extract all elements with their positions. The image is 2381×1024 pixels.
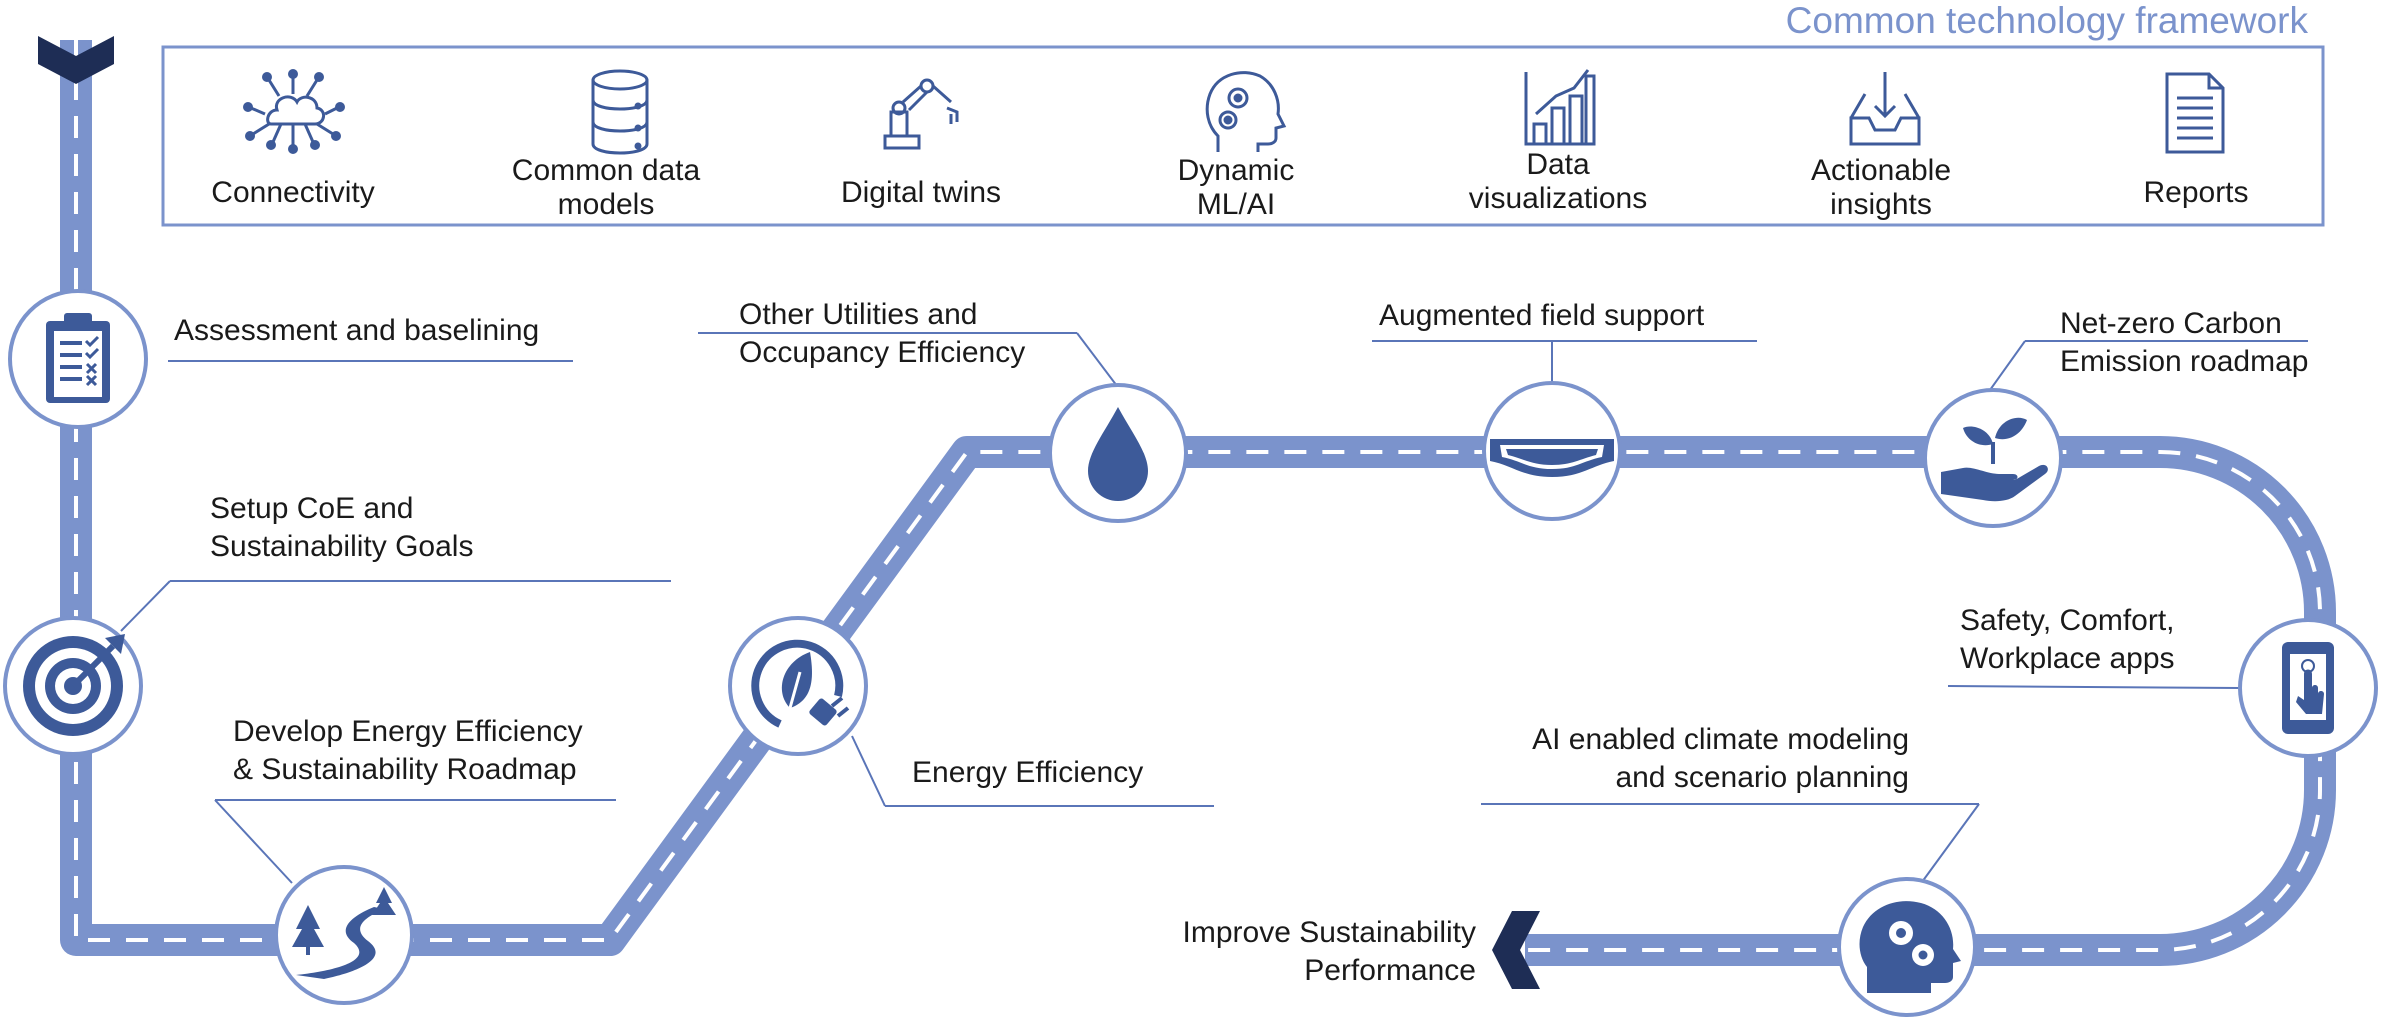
step-label-assessment: Assessment and baselining	[174, 312, 539, 350]
end-label-line: Performance	[1304, 954, 1476, 987]
framework-item-label: insights	[1830, 188, 1932, 221]
water-drop-icon	[1088, 407, 1148, 501]
start-chevron-icon	[38, 36, 114, 84]
framework-item-reports: Reports	[2066, 176, 2326, 210]
milestone-roadmap	[274, 865, 414, 1005]
framework-item-label: ML/AI	[1196, 188, 1276, 221]
step-label-climate-modeling: AI enabled climate modeling and scenario…	[1532, 721, 1909, 797]
step-label-line: Occupancy Efficiency	[739, 336, 1026, 369]
step-label-line: and scenario planning	[1615, 761, 1909, 794]
framework-item-label: Actionable	[1810, 154, 1952, 187]
framework-item-label: Reports	[2143, 176, 2249, 209]
framework-item-common-data-models: Common data models	[476, 154, 736, 222]
step-label-line: Emission roadmap	[2060, 345, 2309, 378]
framework-box	[161, 45, 2325, 227]
inbox-download-icon	[1849, 72, 1921, 146]
framework-title: Common technology framework	[1785, 0, 2308, 41]
framework-item-label: Data	[1526, 148, 1590, 181]
step-label-energy-efficiency: Energy Efficiency	[912, 754, 1143, 792]
step-label-line: Energy Efficiency	[912, 756, 1144, 789]
leaf-plug-icon	[751, 639, 850, 728]
framework-item-label: visualizations	[1468, 182, 1648, 215]
end-label-improve-performance: Improve Sustainability Performance	[1183, 914, 1476, 990]
step-label-line: Net-zero Carbon	[2060, 307, 2282, 340]
robot-arm-icon	[883, 78, 959, 150]
step-label-line: Setup CoE and	[210, 492, 414, 525]
smartphone-touch-icon	[2282, 642, 2334, 734]
clipboard-checklist-icon	[46, 313, 110, 403]
database-icon	[591, 69, 649, 155]
framework-item-label: models	[557, 188, 655, 221]
step-label-coe-goals: Setup CoE and Sustainability Goals	[210, 490, 473, 566]
framework-item-label: Common data	[511, 154, 701, 187]
road	[60, 40, 2336, 966]
step-label-net-zero: Net-zero Carbon Emission roadmap	[2060, 305, 2308, 381]
framework-item-digital-twins: Digital twins	[791, 176, 1051, 210]
bar-chart-icon	[1524, 69, 1596, 146]
winding-road-icon	[292, 887, 396, 979]
framework-item-data-visualizations: Data visualizations	[1428, 148, 1688, 216]
step-label-workplace-apps: Safety, Comfort, Workplace apps	[1960, 602, 2175, 678]
end-arrow-icon	[1492, 911, 1540, 989]
step-label-line: Other Utilities and	[739, 298, 978, 331]
connectivity-cloud-icon	[243, 69, 345, 154]
step-label-line: Augmented field support	[1379, 299, 1705, 332]
framework-item-connectivity: Connectivity	[163, 176, 423, 210]
connector-lines	[120, 332, 2308, 884]
head-gears-icon	[1859, 901, 1961, 993]
framework-item-label: Digital twins	[840, 176, 1002, 209]
framework-item-label: Dynamic	[1177, 154, 1295, 187]
target-arrow-icon	[23, 634, 125, 736]
step-label-line: Sustainability Goals	[210, 530, 474, 563]
step-label-line: Develop Energy Efficiency	[233, 715, 583, 748]
step-label-line: Workplace apps	[1960, 642, 2175, 675]
step-label-line: AI enabled climate modeling	[1532, 723, 1909, 756]
step-label-roadmap: Develop Energy Efficiency & Sustainabili…	[233, 713, 583, 789]
step-label-line: & Sustainability Roadmap	[233, 753, 577, 786]
framework-item-actionable-insights: Actionable insights	[1751, 154, 2011, 222]
document-icon	[2165, 72, 2225, 154]
framework-item-dynamic-ml-ai: Dynamic ML/AI	[1106, 154, 1366, 222]
step-label-field-support: Augmented field support	[1379, 297, 1704, 335]
hand-plant-icon	[1941, 417, 2048, 502]
step-label-line: Assessment and baselining	[174, 314, 540, 347]
step-label-utilities: Other Utilities and Occupancy Efficiency	[739, 296, 1025, 372]
end-label-line: Improve Sustainability	[1182, 916, 1476, 949]
framework-item-label: Connectivity	[211, 176, 375, 209]
head-gears-icon	[1205, 71, 1287, 152]
road-center-dashes	[74, 40, 2322, 952]
ar-headset-icon	[1490, 439, 1614, 477]
step-label-line: Safety, Comfort,	[1960, 604, 2175, 637]
